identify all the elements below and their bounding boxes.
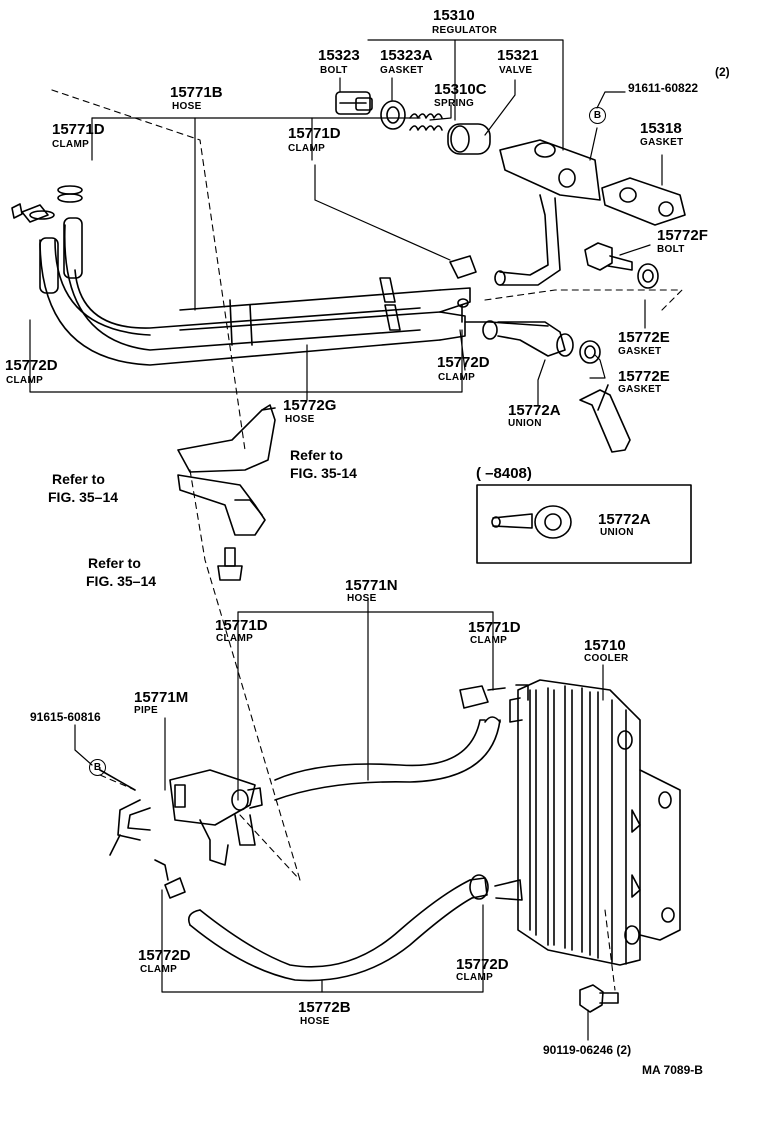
label-15772b-number: 15772B bbox=[298, 999, 351, 1016]
regulator-assembly bbox=[335, 91, 686, 289]
label-15771d-mid-number: 15771D bbox=[288, 125, 341, 142]
label-15772g-number: 15772G bbox=[283, 397, 337, 414]
label-91615-number: 91615-60816 bbox=[30, 710, 101, 724]
label-90119-number: 90119-06246 (2) bbox=[543, 1043, 632, 1057]
bottom-bolt bbox=[579, 984, 619, 1013]
refer-to-1-line2: FIG. 35-14 bbox=[290, 465, 357, 481]
marker-b-lower: B bbox=[89, 759, 106, 776]
label-15323-name: BOLT bbox=[320, 65, 348, 76]
label-15321-name: VALVE bbox=[499, 65, 533, 76]
label-15771m-number: 15771M bbox=[134, 689, 189, 706]
label-15323a-name: GASKET bbox=[380, 65, 424, 76]
label-15318-name: GASKET bbox=[640, 137, 684, 148]
label-15772d-low-left-name: CLAMP bbox=[140, 964, 178, 975]
label-15772d-mid-number: 15772D bbox=[437, 354, 490, 371]
label-15772d-low-right-number: 15772D bbox=[456, 956, 509, 973]
label-inset-15772a-name: UNION bbox=[600, 527, 634, 538]
label-15771b-name: HOSE bbox=[172, 101, 202, 112]
label-15772e-2-number: 15772E bbox=[618, 368, 670, 385]
label-15318-number: 15318 bbox=[640, 120, 682, 137]
label-91611-number: 91611-60822 bbox=[628, 81, 699, 95]
refer-to-3-line2: FIG. 35–14 bbox=[86, 573, 157, 589]
label-inset-15772a-number: 15772A bbox=[598, 511, 651, 528]
label-15771d-low-left-number: 15771D bbox=[215, 617, 268, 634]
label-15710-number: 15710 bbox=[584, 637, 626, 654]
lower-pipe-assembly bbox=[99, 769, 263, 899]
refer-to-2-line1: Refer to bbox=[52, 471, 105, 487]
label-15772d-low-left-number: 15772D bbox=[138, 947, 191, 964]
label-15771d-left-name: CLAMP bbox=[52, 139, 90, 150]
label-15323a-number: 15323A bbox=[380, 47, 433, 64]
label-15771n-number: 15771N bbox=[345, 577, 398, 594]
label-15772f-number: 15772F bbox=[657, 227, 708, 244]
label-15771d-left-number: 15771D bbox=[52, 121, 105, 138]
label-15771d-low-left-name: CLAMP bbox=[216, 633, 254, 644]
label-15772g-name: HOSE bbox=[285, 414, 315, 425]
label-15772d-left-name: CLAMP bbox=[6, 375, 44, 386]
label-15771b-number: 15771B bbox=[170, 84, 223, 101]
label-15323-number: 15323 bbox=[318, 47, 360, 64]
label-15321-number: 15321 bbox=[497, 47, 539, 64]
label-15772a-name: UNION bbox=[508, 418, 542, 429]
label-15772f-name: BOLT bbox=[657, 244, 685, 255]
leader-lines-top bbox=[29, 39, 663, 406]
refer-to-2-line2: FIG. 35–14 bbox=[48, 489, 119, 505]
label-15772e-1-name: GASKET bbox=[618, 346, 662, 357]
mounting-bracket bbox=[177, 404, 276, 581]
label-15771d-low-right-number: 15771D bbox=[468, 619, 521, 636]
leader-lines-bottom bbox=[74, 599, 604, 1041]
inset-box bbox=[476, 484, 692, 564]
label-15772d-left-number: 15772D bbox=[5, 357, 58, 374]
label-15771n-name: HOSE bbox=[347, 593, 377, 604]
label-15771m-name: PIPE bbox=[134, 705, 158, 716]
label-15710-name: COOLER bbox=[584, 653, 629, 664]
label-15772e-2-name: GASKET bbox=[618, 384, 662, 395]
dashed-guide-lines bbox=[51, 89, 683, 991]
marker-b-upper: B bbox=[589, 107, 606, 124]
label-15310-name: REGULATOR bbox=[432, 25, 498, 36]
label-15772e-1-number: 15772E bbox=[618, 329, 670, 346]
lower-hoses bbox=[187, 685, 523, 982]
label-15772b-name: HOSE bbox=[300, 1016, 330, 1027]
inset-date-range: ( –8408) bbox=[476, 465, 532, 482]
label-15310c-name: SPRING bbox=[434, 98, 475, 109]
label-15772a-number: 15772A bbox=[508, 402, 561, 419]
oil-cooler bbox=[509, 679, 681, 966]
upper-hoses bbox=[11, 185, 601, 366]
label-15772d-mid-name: CLAMP bbox=[438, 372, 476, 383]
refer-to-1-line1: Refer to bbox=[290, 447, 343, 463]
refer-to-3-line1: Refer to bbox=[88, 555, 141, 571]
label-91611-qty: (2) bbox=[715, 65, 730, 79]
label-15771d-mid-name: CLAMP bbox=[288, 143, 326, 154]
label-15310-number: 15310 bbox=[433, 7, 475, 24]
label-15771d-low-right-name: CLAMP bbox=[470, 635, 508, 646]
figure-reference: MA 7089-B bbox=[642, 1063, 703, 1077]
callout-arrow bbox=[579, 384, 631, 453]
label-15310c-number: 15310C bbox=[434, 81, 487, 98]
label-15772d-low-right-name: CLAMP bbox=[456, 972, 494, 983]
